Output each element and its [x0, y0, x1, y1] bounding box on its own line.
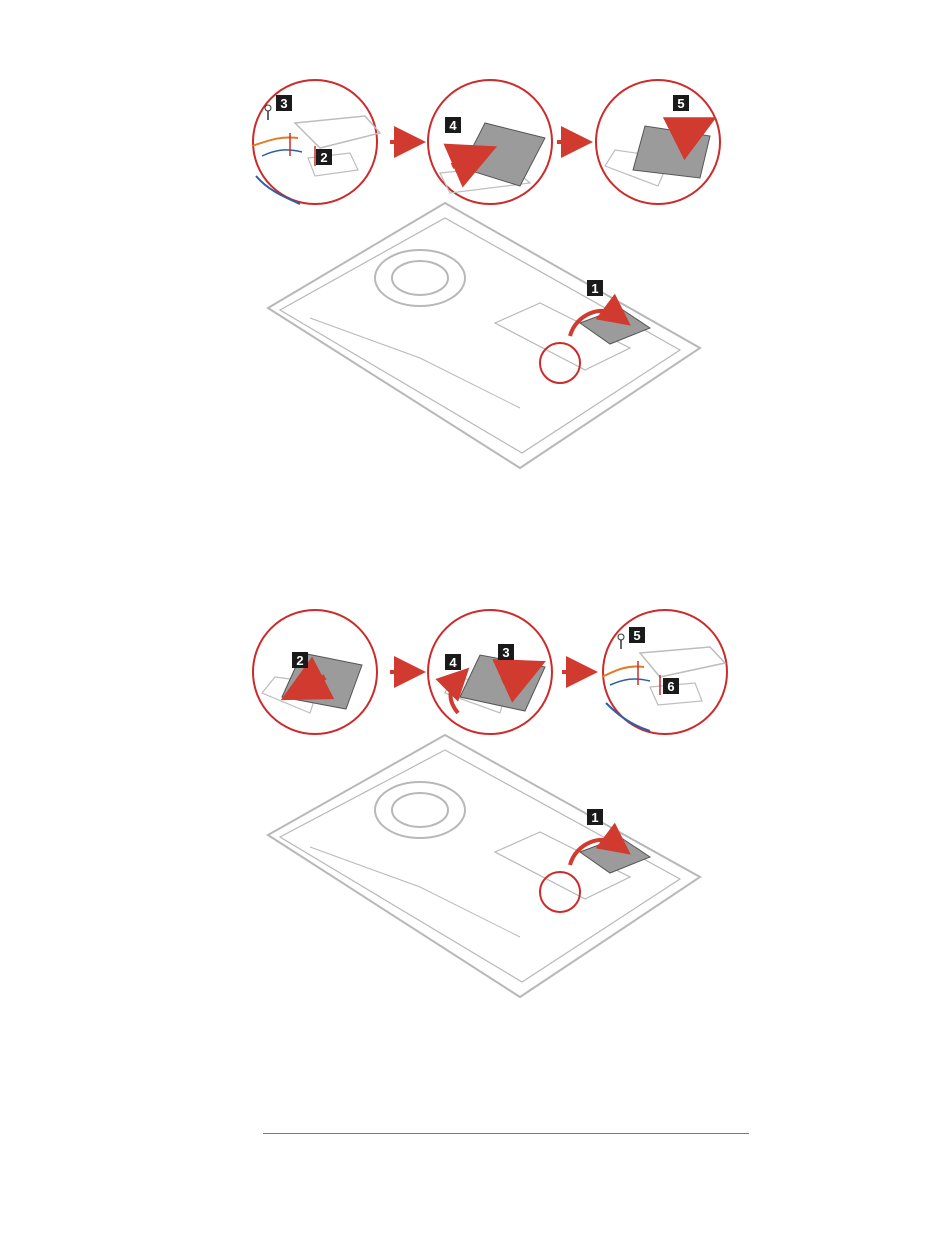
step-3-label: 3: [502, 645, 509, 660]
removal-diagram: 3 2 4 5: [240, 78, 740, 478]
step-2-label: 2: [296, 653, 303, 668]
step-4-badge: 4: [445, 654, 461, 670]
step-2-badge: 2: [292, 652, 308, 668]
removal-illustration: 3 2 4 5: [240, 78, 740, 478]
step-4-badge: 4: [445, 117, 461, 133]
step-6-label: 6: [667, 679, 674, 694]
step-1-label: 1: [591, 281, 598, 296]
step-5-label: 5: [633, 628, 640, 643]
footer-rule: [263, 1133, 749, 1134]
step-1-badge: 1: [587, 280, 603, 296]
laptop-base-chassis: [268, 735, 700, 997]
detail-circle-card-remove: [596, 80, 720, 204]
wwan-card-slot: [540, 308, 650, 383]
detail-circle-card-lift: [428, 80, 552, 204]
detail-circle-cables: [602, 610, 727, 734]
step-5-badge: 5: [673, 95, 689, 111]
step-4-label: 4: [449, 118, 457, 133]
step-6-badge: 6: [663, 678, 679, 694]
step-1-label: 1: [591, 810, 598, 825]
step-2-label: 2: [320, 150, 327, 165]
step-3-badge: 3: [276, 95, 292, 111]
step-3-badge: 3: [498, 644, 514, 660]
installation-illustration: 2 4 3 5 6: [240, 605, 740, 1005]
laptop-base-chassis: [268, 203, 700, 468]
step-4-label: 4: [449, 655, 457, 670]
wwan-card-slot: [540, 837, 650, 912]
detail-circle-card-press: [428, 610, 552, 734]
step-5-label: 5: [677, 96, 684, 111]
detail-circle-cables: [252, 80, 380, 204]
step-2-badge: 2: [316, 149, 332, 165]
step-1-badge: 1: [587, 809, 603, 825]
step-3-label: 3: [280, 96, 287, 111]
detail-circle-card-insert: [253, 610, 377, 734]
step-5-badge: 5: [629, 627, 645, 643]
installation-diagram: 2 4 3 5 6: [240, 605, 740, 1005]
